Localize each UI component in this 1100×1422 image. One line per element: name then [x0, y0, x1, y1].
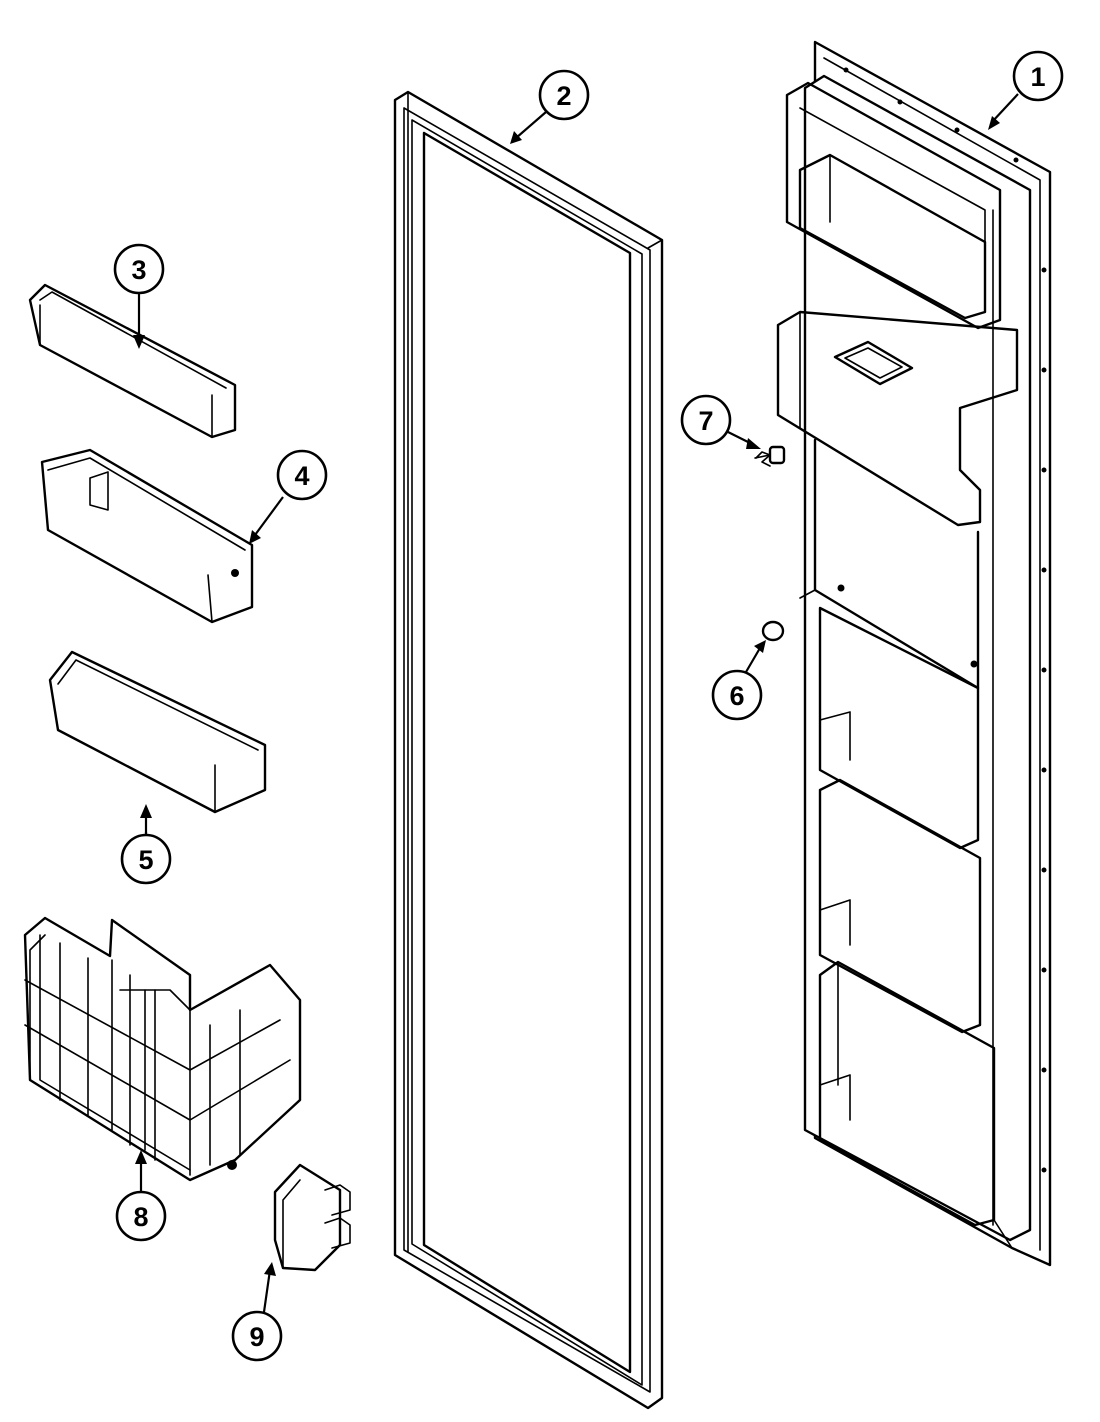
door-bin-deep: [40, 448, 254, 624]
callout-9: 9: [231, 1310, 283, 1362]
callout-4-label: 4: [294, 461, 309, 491]
door-shelf-medium: [48, 650, 267, 814]
callout-6-label: 6: [729, 681, 744, 711]
callout-7: 7: [680, 394, 732, 446]
wire-basket: [23, 916, 302, 1182]
door-shelf-small: [28, 283, 237, 439]
callout-8: 8: [115, 1190, 167, 1242]
callout-7-label: 7: [698, 406, 713, 436]
callout-8-label: 8: [133, 1202, 148, 1232]
callout-4: 4: [276, 449, 328, 501]
callout-3-label: 3: [131, 255, 146, 285]
screw: [754, 445, 786, 467]
callout-1: 1: [1012, 50, 1064, 102]
door-liner-panel: [776, 40, 1052, 1267]
callout-5-label: 5: [138, 845, 153, 875]
callout-3: 3: [113, 243, 165, 295]
callout-9-label: 9: [249, 1322, 264, 1352]
callout-2-label: 2: [556, 81, 571, 111]
leader-lines: [133, 93, 1019, 1313]
plug-button: [761, 620, 785, 642]
callout-1-label: 1: [1030, 62, 1045, 92]
hinge-cover: [273, 1163, 351, 1272]
flange-dimples: [843, 67, 1047, 1173]
callout-2: 2: [538, 69, 590, 121]
callout-5: 5: [120, 833, 172, 885]
door-gasket: [393, 90, 664, 1410]
callout-6: 6: [711, 669, 763, 721]
